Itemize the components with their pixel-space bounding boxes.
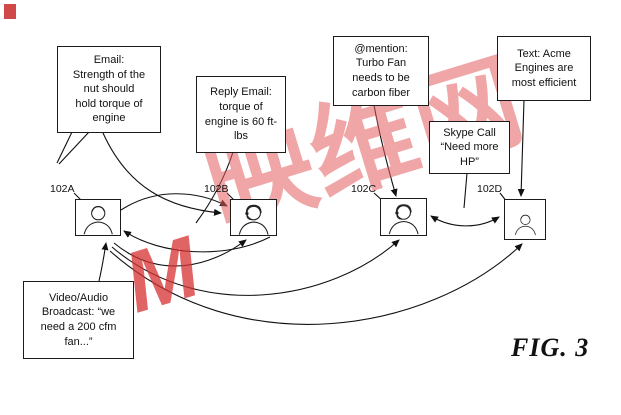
tail-broadcast-callout: [98, 242, 109, 282]
participant-frame-102a: [75, 199, 121, 236]
callout-reply-email: Reply Email: torque of engine is 60 ft- …: [196, 76, 286, 153]
arrow-broadcast-to-102b: [113, 239, 247, 267]
person-headset-icon: [238, 204, 269, 235]
arrow-reply-102b-to-102a: [123, 230, 271, 253]
participant-frame-102b: [230, 199, 277, 236]
participant-label-102b: 102B: [204, 183, 229, 195]
participant-label-102c: 102C: [351, 183, 377, 195]
arrow-broadcast-to-102d: [109, 243, 523, 325]
callout-text-message: Text: Acme Engines are most efficient: [497, 36, 591, 101]
person-headset-icon: [388, 204, 419, 235]
tail-text-callout: [517, 99, 525, 197]
participant-label-102a: 102A: [50, 183, 75, 195]
callout-email: Email: Strength of the nut should hold t…: [57, 46, 161, 133]
tail-reply-email-callout: [195, 151, 234, 224]
arrow-skype-102c-102d: [430, 215, 500, 227]
person-icon: [83, 206, 113, 235]
figure-label: FIG. 3: [511, 333, 590, 362]
tail-email-callout: [56, 131, 90, 165]
callout-mention: @mention: Turbo Fan needs to be carbon f…: [333, 36, 429, 106]
person-icon: [514, 214, 536, 235]
participant-frame-102c: [380, 198, 427, 236]
corner-watermark-mark: [4, 4, 16, 19]
arrow-102a-to-102b-upper: [120, 193, 228, 211]
arrow-email-102a-to-102b: [102, 132, 222, 216]
tail-skype-callout: [463, 172, 468, 209]
participant-label-102d: 102D: [477, 183, 503, 195]
callout-broadcast: Video/Audio Broadcast: “we need a 200 cf…: [23, 281, 134, 359]
tail-mention-callout: [373, 104, 398, 197]
arrow-broadcast-to-102c: [111, 239, 400, 296]
callout-skype-call: Skype Call “Need more HP”: [429, 121, 510, 174]
participant-frame-102d: [504, 199, 546, 240]
